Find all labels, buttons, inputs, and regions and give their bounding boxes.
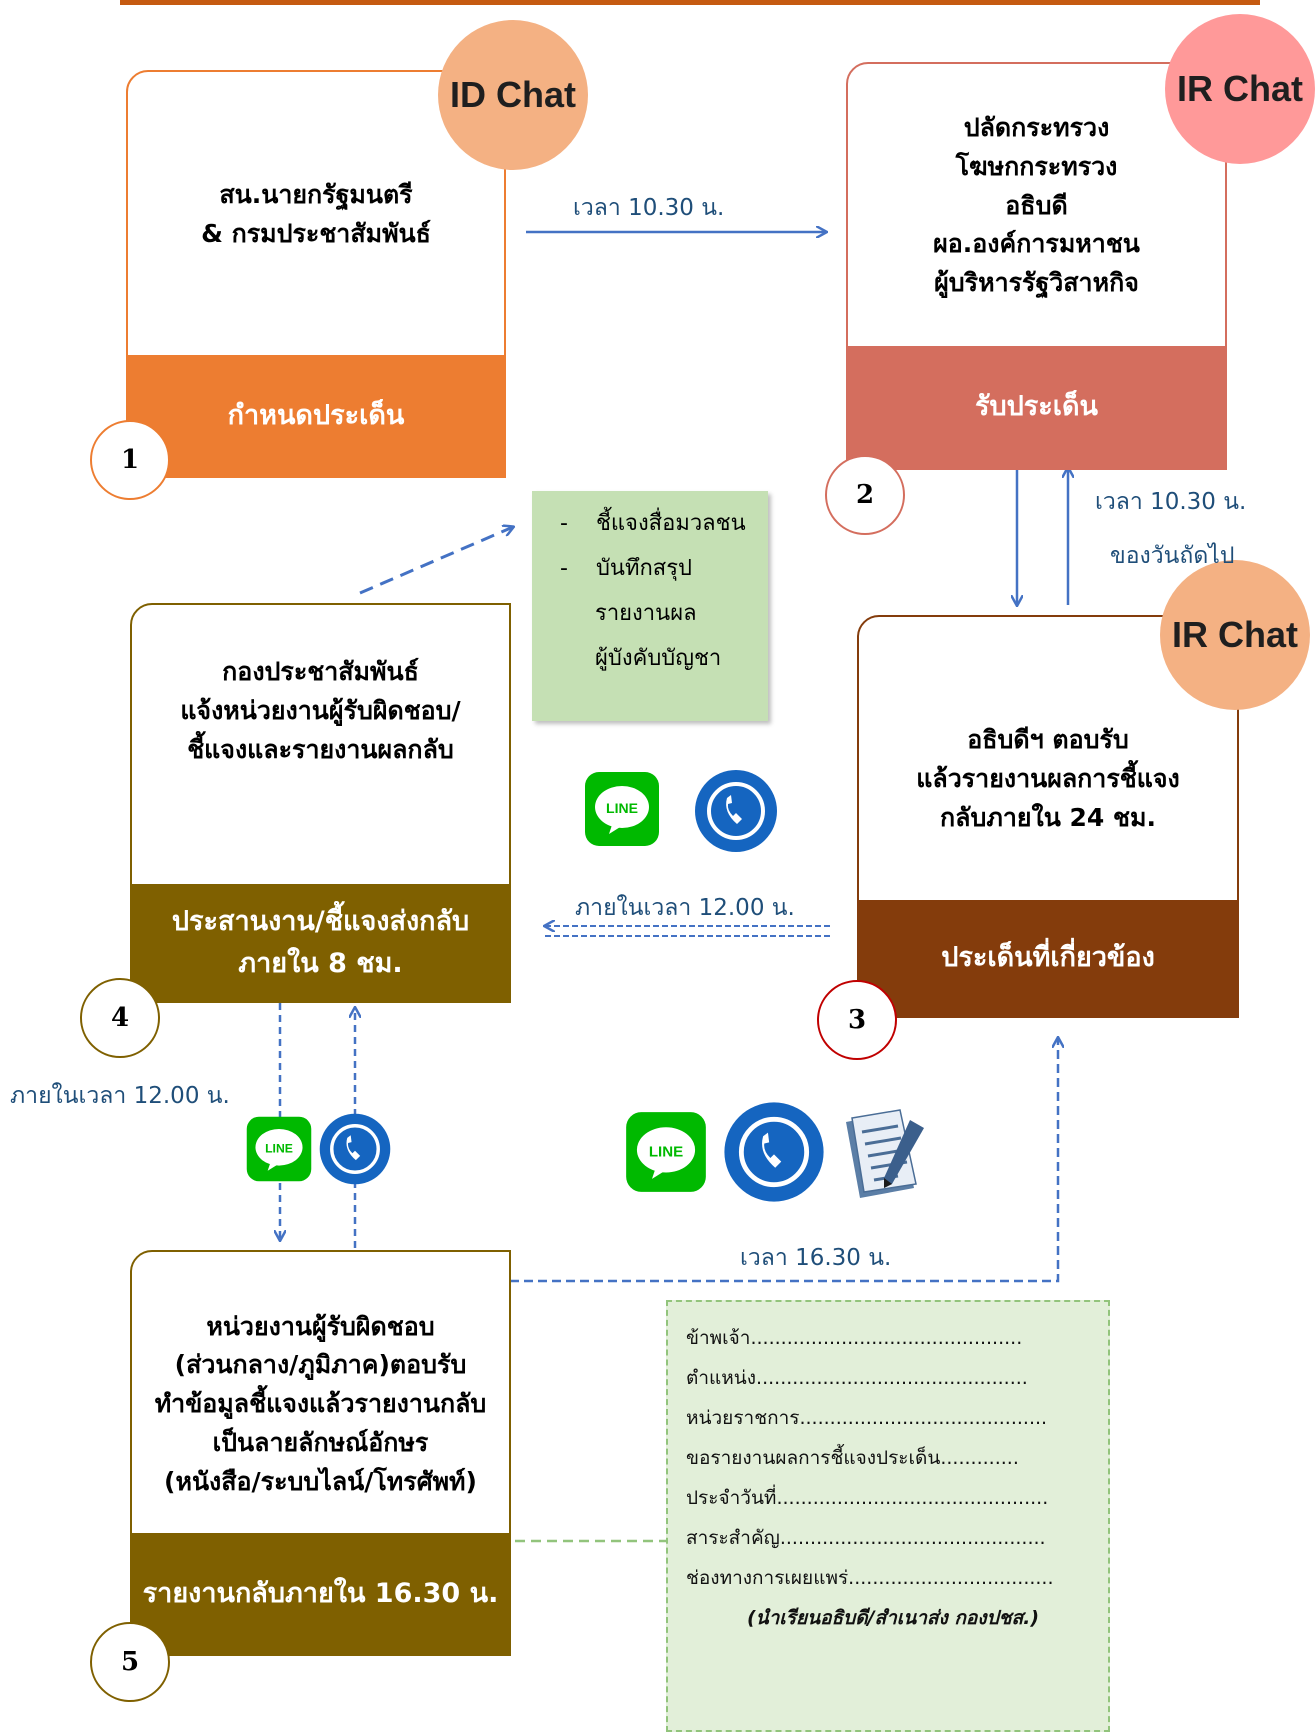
step-4-line: ชี้แจงและรายงานผลกลับ — [187, 734, 454, 764]
note-item: - ชี้แจงสื่อมวลชน — [560, 501, 746, 546]
form-row: ข้าพเจ้า................................… — [686, 1327, 1023, 1349]
step-3-line: แล้วรายงานผลการชี้แจง — [916, 764, 1180, 794]
step-5-line: หน่วยงานผู้รับผิดชอบ — [206, 1311, 435, 1341]
form-row: ประจำวันที่.............................… — [686, 1487, 1049, 1509]
step-5-box: หน่วยงานผู้รับผิดชอบ (ส่วนกลาง/ภูมิภาค)ต… — [130, 1250, 511, 1656]
note-item-text: ชี้แจงสื่อมวลชน — [595, 511, 746, 536]
label-3-to-2-day: ของวันถัดไป — [1110, 543, 1235, 569]
step-4-box: กองประชาสัมพันธ์ แจ้งหน่วยงานผู้รับผิดชอ… — [130, 603, 511, 1003]
step-2-line: อธิบดี — [1005, 190, 1068, 220]
step-4-line: แจ้งหน่วยงานผู้รับผิดชอบ/ — [180, 696, 461, 726]
step-2-line: โฆษกกระทรวง — [955, 151, 1118, 181]
note-item-cont: ผู้บังคับบัญชา — [595, 646, 722, 671]
form-footer: (นำเรียนอธิบดี/สำเนาส่ง กองปชส.) — [746, 1607, 1040, 1629]
label-3-to-2-time: เวลา 10.30 น. — [1095, 489, 1247, 515]
step-2-line: ผอ.องค์การมหาชน — [933, 229, 1140, 259]
step-4-line: กองประชาสัมพันธ์ — [222, 657, 419, 687]
step-5-footer: รายงานกลับภายใน 16.30 น. — [132, 1533, 509, 1654]
label-1-to-2: เวลา 10.30 น. — [573, 195, 725, 221]
step-3-box: อธิบดีฯ ตอบรับ แล้วรายงานผลการชี้แจง กลั… — [857, 615, 1239, 1018]
step-5-footer-text: รายงานกลับภายใน 16.30 น. — [142, 1577, 499, 1609]
step-3-number: 3 — [847, 1005, 867, 1035]
form-row: สาระสำคัญ...............................… — [686, 1527, 1046, 1549]
step-1-box: สน.นายกรัฐมนตรี & กรมประชาสัมพันธ์ กำหนด… — [126, 70, 506, 478]
form-row: ขอรายงานผลการชี้แจงประเด็น............. — [686, 1447, 1019, 1469]
ir-chat-badge: IR Chat — [1165, 14, 1315, 164]
line-icon: LINE — [245, 1115, 313, 1183]
step-4-number: 4 — [110, 1003, 130, 1033]
id-chat-badge: ID Chat — [438, 20, 588, 170]
note-item: - บันทึกสรุป — [560, 546, 746, 591]
step-3-footer-text: ประเด็นที่เกี่ยวข้อง — [941, 942, 1155, 974]
step-1-number: 1 — [120, 445, 140, 475]
line-icon-text: LINE — [606, 800, 638, 816]
step-5-number: 5 — [120, 1647, 140, 1677]
step-4-footer-text: ภายใน 8 ชม. — [238, 947, 403, 979]
step-2-footer-text: รับประเด็น — [974, 391, 1098, 423]
step-5-number-badge: 5 — [90, 1622, 170, 1702]
phone-icon — [693, 768, 779, 854]
step-1-line: & กรมประชาสัมพันธ์ — [201, 218, 431, 248]
step-2-box: ปลัดกระทรวง โฆษกกระทรวง อธิบดี ผอ.องค์กา… — [846, 62, 1227, 470]
summary-note: - ชี้แจงสื่อมวลชน - บันทึกสรุป รายงานผล … — [532, 491, 768, 721]
step-3-line: กลับภายใน 24 ชม. — [940, 802, 1156, 832]
label-4-to-5: ภายในเวลา 12.00 น. — [10, 1083, 230, 1109]
step-4-number-badge: 4 — [80, 978, 160, 1058]
id-chat-label: ID Chat — [450, 74, 576, 115]
line-icon-text: LINE — [649, 1143, 683, 1160]
step-2-number-badge: 2 — [825, 455, 905, 535]
phone-icon — [318, 1112, 392, 1186]
ir-chat-label-2: IR Chat — [1172, 614, 1298, 655]
step-5-line: (หนังสือ/ระบบไลน์/โทรศัพท์) — [164, 1466, 477, 1496]
note-item-cont: รายงานผล — [595, 601, 697, 626]
step-1-number-badge: 1 — [90, 420, 170, 500]
line-icon-text: LINE — [265, 1141, 293, 1155]
label-5-to-3: เวลา 16.30 น. — [740, 1245, 892, 1271]
step-1-line: สน.นายกรัฐมนตรี — [219, 179, 413, 209]
form-row: ช่องทางการเผยแพร่.......................… — [686, 1567, 1054, 1589]
step-2-number: 2 — [855, 480, 875, 510]
step-1-footer-text: กำหนดประเด็น — [227, 399, 405, 431]
arrow-5-to-3 — [510, 1038, 1058, 1283]
document-icon — [838, 1108, 930, 1200]
step-1-footer: กำหนดประเด็น — [128, 355, 504, 476]
step-2-footer: รับประเด็น — [848, 346, 1225, 468]
step-2-line: ผู้บริหารรัฐวิสาหกิจ — [934, 268, 1139, 298]
phone-icon — [722, 1100, 826, 1204]
line-icon: LINE — [583, 770, 661, 848]
step-3-number-badge: 3 — [817, 980, 897, 1060]
step-5-line: (ส่วนกลาง/ภูมิภาค)ตอบรับ — [174, 1350, 467, 1380]
step-3-line: อธิบดีฯ ตอบรับ — [967, 725, 1129, 755]
step-4-footer: ประสานงาน/ชี้แจงส่งกลับ ภายใน 8 ชม. — [132, 884, 509, 1001]
form-row: หน่วยราชการ.............................… — [686, 1407, 1048, 1429]
step-2-line: ปลัดกระทรวง — [963, 113, 1110, 143]
ir-chat-label: IR Chat — [1177, 68, 1303, 109]
report-form: ข้าพเจ้า................................… — [666, 1300, 1110, 1732]
line-icon: LINE — [624, 1110, 708, 1194]
step-4-footer-text: ประสานงาน/ชี้แจงส่งกลับ — [171, 905, 470, 937]
step-3-footer: ประเด็นที่เกี่ยวข้อง — [859, 900, 1237, 1016]
note-item-text: บันทึกสรุป — [595, 556, 692, 581]
label-3-to-4: ภายในเวลา 12.00 น. — [575, 895, 795, 921]
note-bullet: - — [560, 556, 568, 581]
ir-chat-badge-2: IR Chat — [1160, 560, 1310, 710]
arrow-4-to-note — [359, 527, 513, 595]
step-5-line: เป็นลายลักษณ์อักษร — [212, 1427, 429, 1457]
form-row: ตำแหน่ง.................................… — [686, 1367, 1028, 1389]
step-5-line: ทำข้อมูลชี้แจงแล้วรายงานกลับ — [154, 1389, 487, 1419]
top-divider — [120, 0, 1260, 5]
note-bullet: - — [560, 511, 568, 536]
